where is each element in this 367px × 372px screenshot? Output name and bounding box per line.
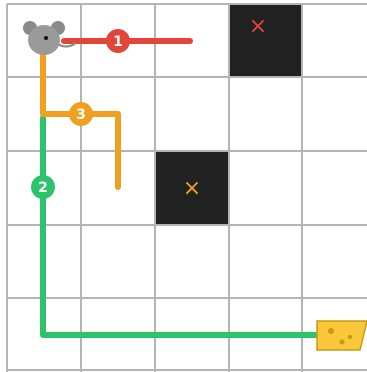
path-1-number: 1 [113,34,123,50]
blocked-mark-red: × [249,14,267,39]
path-2-badge: 2 [31,175,55,199]
cheese-icon [317,321,367,350]
path-1-badge: 1 [106,29,130,53]
path-3-number: 3 [76,107,86,123]
blocked-mark-orange: × [183,176,201,201]
path-3-badge: 3 [69,102,93,126]
path-2-number: 2 [38,180,48,196]
